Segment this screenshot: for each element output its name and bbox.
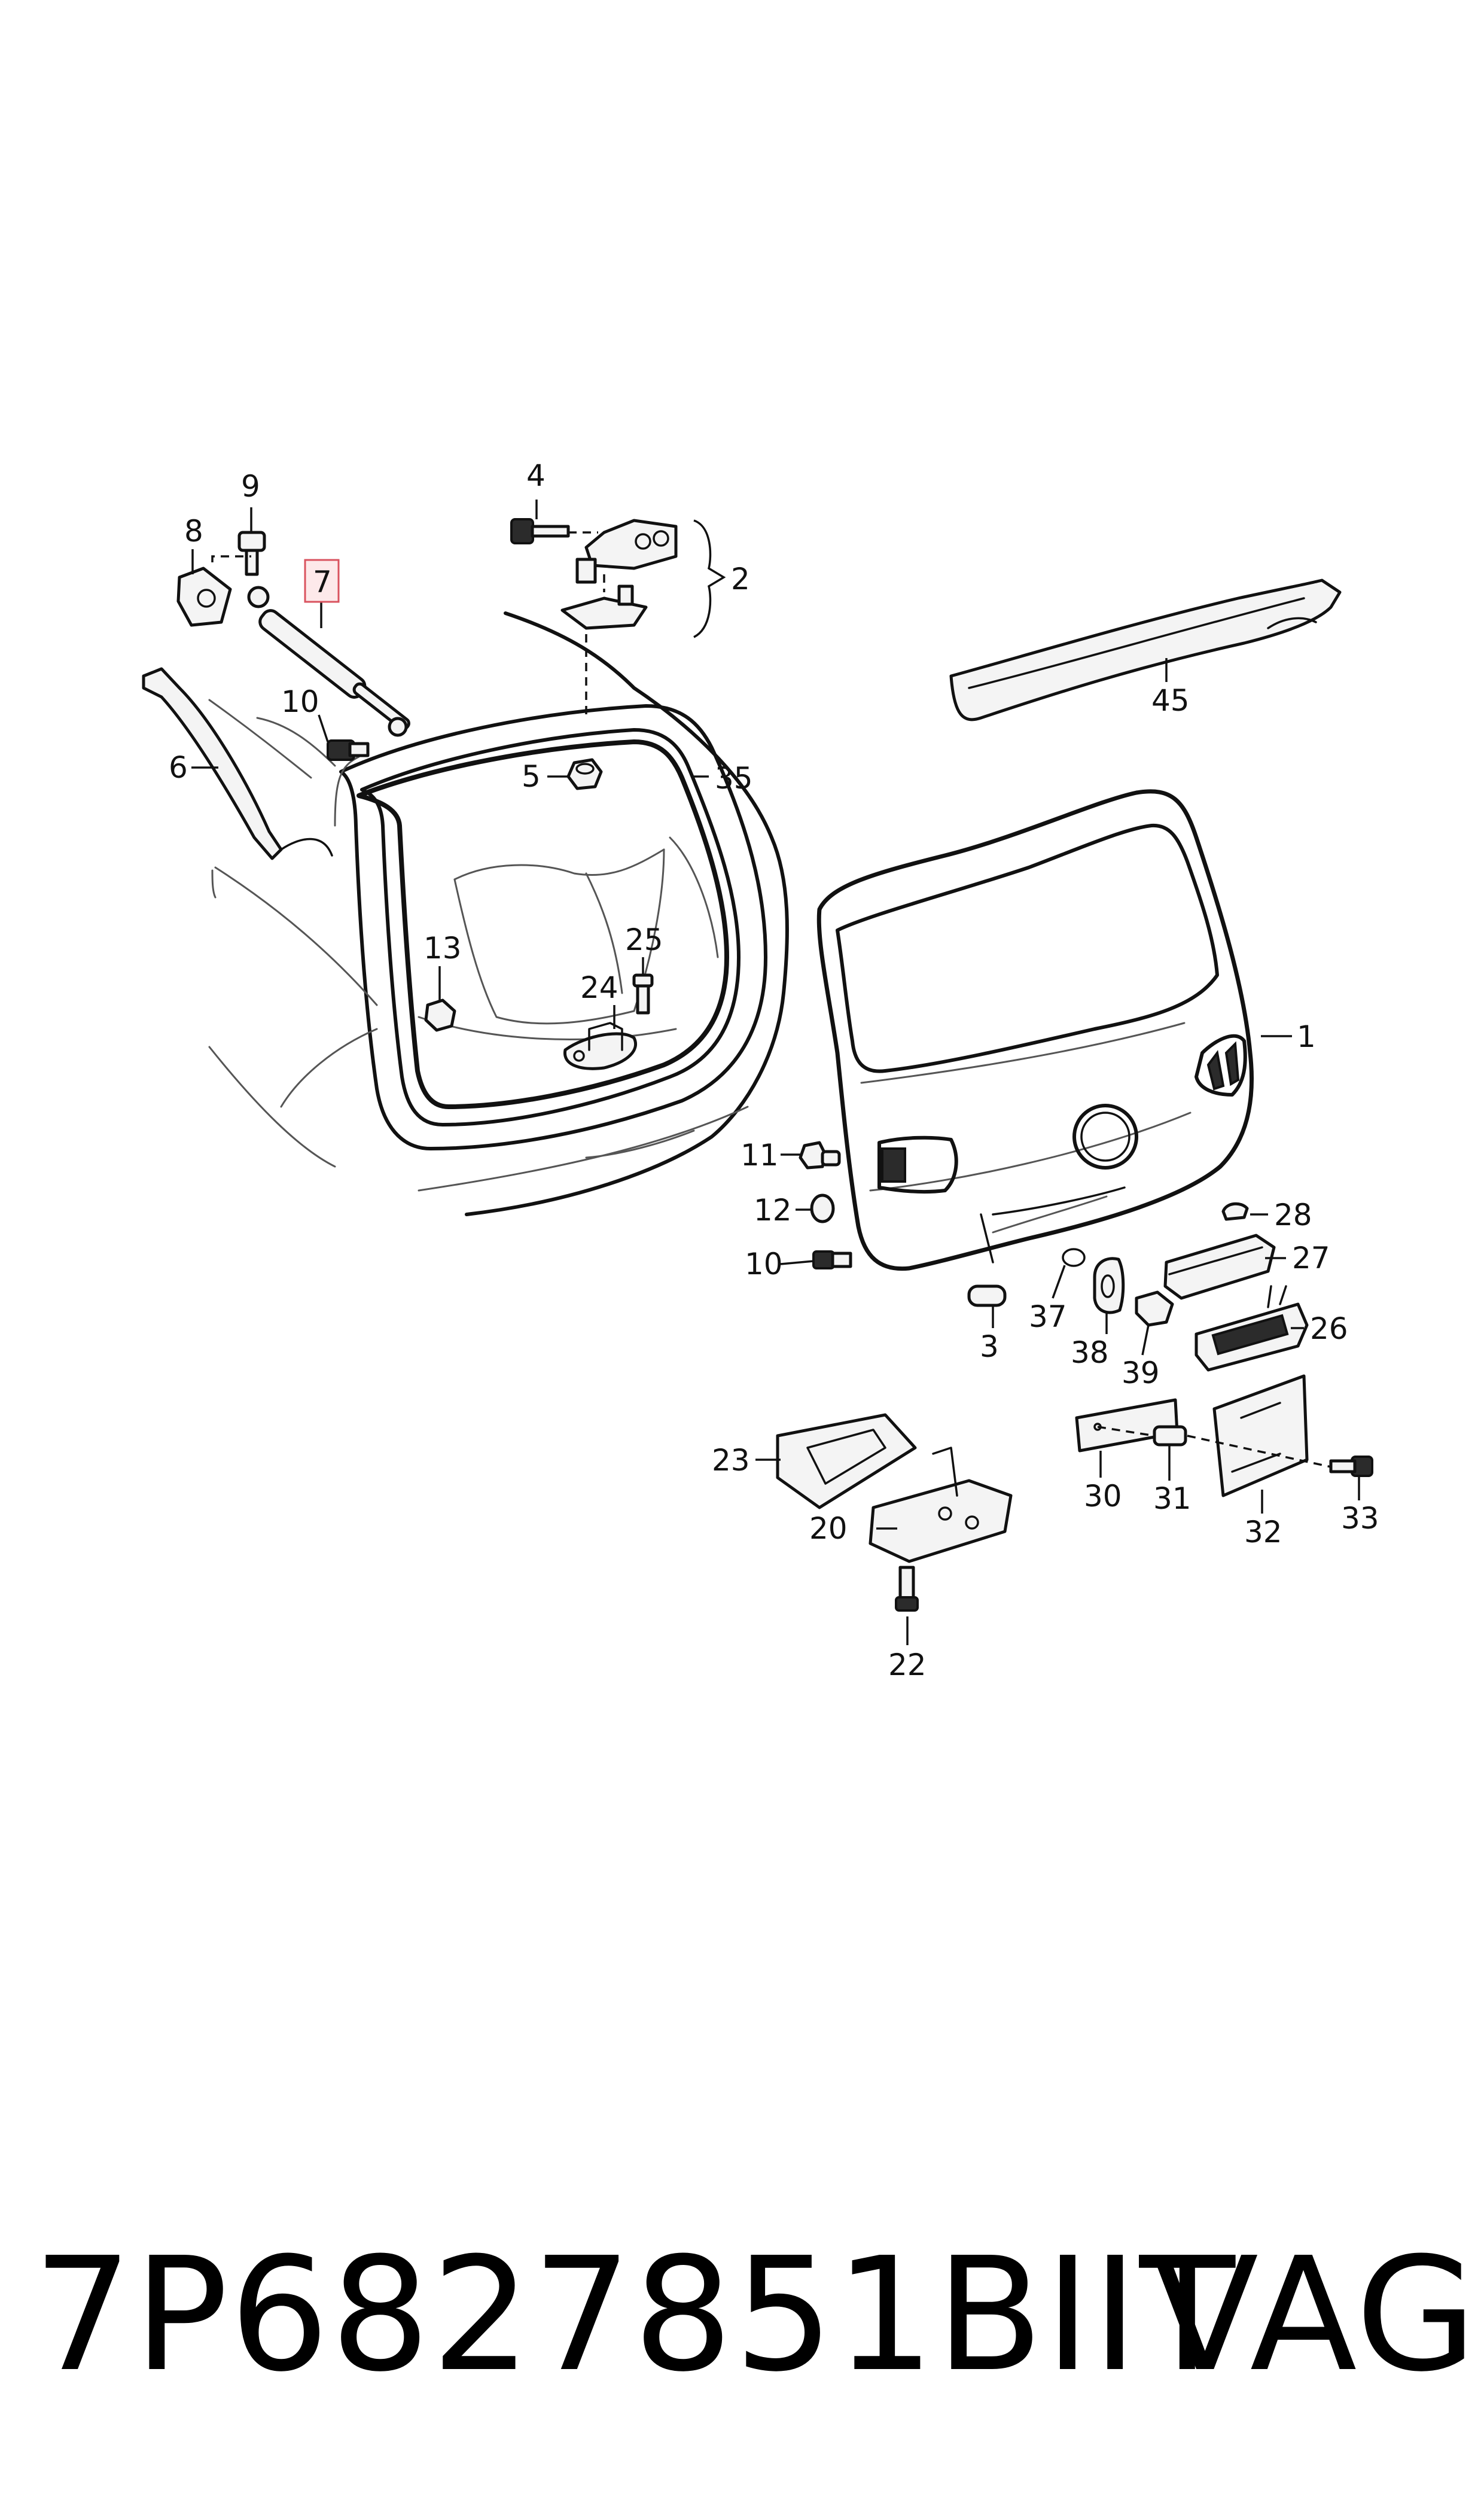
callout-26: 26 (1310, 1311, 1348, 1346)
callout-6: 6 (169, 750, 188, 785)
callout-23: 23 (712, 1443, 750, 1478)
callout-13: 13 (423, 931, 462, 966)
bolt-part-10-upper (327, 739, 370, 761)
callout-33: 33 (1341, 1501, 1379, 1536)
car-body-outline (208, 611, 789, 1216)
callout-38: 38 (1071, 1335, 1109, 1370)
callout-9: 9 (241, 469, 260, 504)
callout-37: 37 (1029, 1299, 1067, 1334)
spoiler-part-45 (949, 578, 1342, 721)
callout-1: 1 (1297, 1019, 1316, 1054)
brand-label: VAG (1151, 2224, 1479, 2406)
callout-10-lower: 10 (745, 1247, 783, 1281)
bracket-part-38 (1093, 1257, 1125, 1314)
seal-ring-part-37 (1062, 1248, 1086, 1267)
callout-3: 3 (980, 1329, 999, 1364)
bolt-part-33 (1329, 1456, 1373, 1477)
bolt-part-22 (895, 1566, 919, 1612)
bolt-part-25 (632, 973, 654, 1015)
callout-2: 2 (731, 562, 750, 596)
lock-part-20 (869, 1447, 1013, 1563)
callout-22: 22 (888, 1648, 927, 1682)
callout-11: 11 (741, 1138, 779, 1173)
leader-lines (191, 500, 1360, 1645)
screw-part-31 (1153, 1425, 1187, 1447)
callout-32: 32 (1244, 1515, 1282, 1549)
callout-4: 4 (526, 458, 546, 493)
gas-strut-part-7 (247, 586, 410, 737)
callout-10-upper: 10 (281, 684, 319, 719)
callout-12: 12 (754, 1193, 792, 1228)
callout-27: 27 (1292, 1241, 1330, 1275)
part-number-label: 7P6827851BIIT (33, 2224, 1236, 2406)
cap-part-12 (810, 1193, 835, 1223)
highlight-box-7[interactable] (304, 559, 340, 603)
cover-part-27 (1163, 1234, 1276, 1300)
callout-labels: 1 2 3 4 5 6 7 8 9 10 10 11 12 13 20 22 2… (169, 458, 1379, 1682)
callout-31: 31 (1153, 1481, 1192, 1516)
buffer-part-11 (799, 1141, 841, 1170)
bolt-part-4 (510, 518, 570, 544)
callout-35: 35 (715, 761, 753, 796)
callout-8: 8 (184, 514, 203, 549)
callout-39: 39 (1122, 1356, 1160, 1390)
callout-45: 45 (1151, 683, 1190, 718)
hinge-part-2 (560, 519, 678, 630)
ball-bracket-part-8 (176, 567, 232, 627)
callout-25: 25 (625, 922, 663, 957)
release-handle-part-26 (1194, 1285, 1309, 1372)
callout-30: 30 (1084, 1479, 1122, 1514)
callout-20: 20 (809, 1511, 848, 1546)
plug-part-3 (967, 1284, 1007, 1307)
callout-28: 28 (1274, 1198, 1312, 1232)
bracket-part-32 (1212, 1374, 1309, 1497)
striker-part-24 (563, 1022, 637, 1070)
support-cable-part-6 (142, 667, 333, 860)
bolt-part-9 (237, 531, 266, 576)
tailgate-part-1 (816, 789, 1254, 1271)
bulb-part-39 (1135, 1290, 1174, 1327)
buffer-part-13 (424, 998, 456, 1032)
footer-caption: 7P6827851BIIT VAG (0, 2225, 1484, 2405)
cap-nut-part-28 (1221, 1202, 1249, 1221)
callout-5: 5 (522, 759, 541, 794)
callout-7[interactable]: 7 (313, 565, 332, 599)
bolt-part-10-lower (812, 1250, 852, 1269)
tailgate-seal-part-35 (356, 739, 729, 1109)
bracket-part-23 (776, 1413, 917, 1509)
callout-24: 24 (580, 970, 618, 1005)
nut-part-5 (566, 758, 603, 790)
